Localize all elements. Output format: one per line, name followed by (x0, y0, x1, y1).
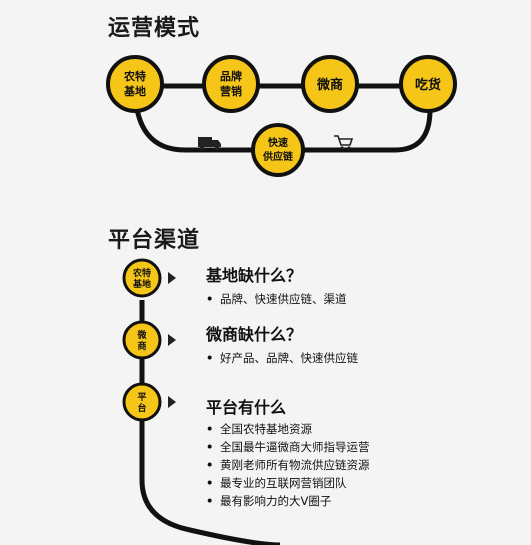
shopping-cart-icon (334, 135, 354, 150)
node-nongte-jidi: 农特 基地 (106, 55, 164, 113)
node-line2: 基地 (132, 278, 151, 290)
node-line1: 农特 (132, 267, 151, 279)
arrow-right-icon (168, 396, 176, 408)
group-heading: 微商缺什么？ (206, 325, 303, 344)
node-line2: 营销 (220, 84, 242, 98)
section-title-platform-channel: 平台渠道 (108, 228, 201, 253)
list-item: •最专业的互联网营销团队 (206, 476, 347, 490)
node-pingtai: 平 台 (122, 382, 162, 422)
group-platform-offers: 平台有什么 •全国农特基地资源 •全国最牛逼微商大师指导运营 •黄刚老师所有物流… (206, 394, 370, 510)
node-line1: 快速 (267, 136, 288, 149)
node-supply-chain: 快速 供应链 (251, 123, 305, 177)
group-heading: 平台有什么 (206, 398, 287, 417)
node-line1: 平 (137, 392, 146, 403)
node-chihuo: 吃货 (399, 55, 457, 113)
list-item: •好产品、品牌、快速供应链 (206, 351, 358, 365)
node-line2: 商 (137, 340, 146, 352)
list-item: •最有影响力的大V圈子 (206, 494, 332, 508)
node-jidi: 农特 基地 (122, 258, 162, 298)
node-weishang: 微商 (301, 55, 359, 113)
list-item: •全国最牛逼微商大师指导运营 (206, 440, 370, 454)
group-heading: 基地缺什么？ (206, 266, 303, 285)
vertical-connector-line (139, 300, 281, 545)
group-base-needs: 基地缺什么？ •品牌、快速供应链、渠道 (206, 262, 347, 308)
node-line2: 基地 (123, 84, 146, 98)
list-item: •全国农特基地资源 (206, 422, 312, 436)
section-title-operation-mode: 运营模式 (108, 16, 201, 41)
truck-icon (198, 137, 221, 151)
list-item: •品牌、快速供应链、渠道 (206, 292, 347, 306)
node-line2: 供应链 (262, 150, 294, 163)
arrow-right-icon (168, 272, 176, 284)
node-line1: 微 (136, 329, 147, 341)
node-pinpai-yingxiao: 品牌 营销 (202, 55, 260, 113)
list-item: •黄刚老师所有物流供应链资源 (206, 458, 370, 472)
group-weishang-needs: 微商缺什么？ •好产品、品牌、快速供应链 (206, 321, 358, 367)
node-line1: 微商 (316, 77, 343, 93)
node-line1: 品牌 (220, 69, 242, 83)
node-line2: 台 (137, 402, 146, 414)
node-line1: 农特 (123, 69, 146, 83)
node-weishang-2: 微 商 (122, 320, 162, 360)
node-line1: 吃货 (415, 77, 441, 93)
arrow-right-icon (168, 334, 176, 346)
